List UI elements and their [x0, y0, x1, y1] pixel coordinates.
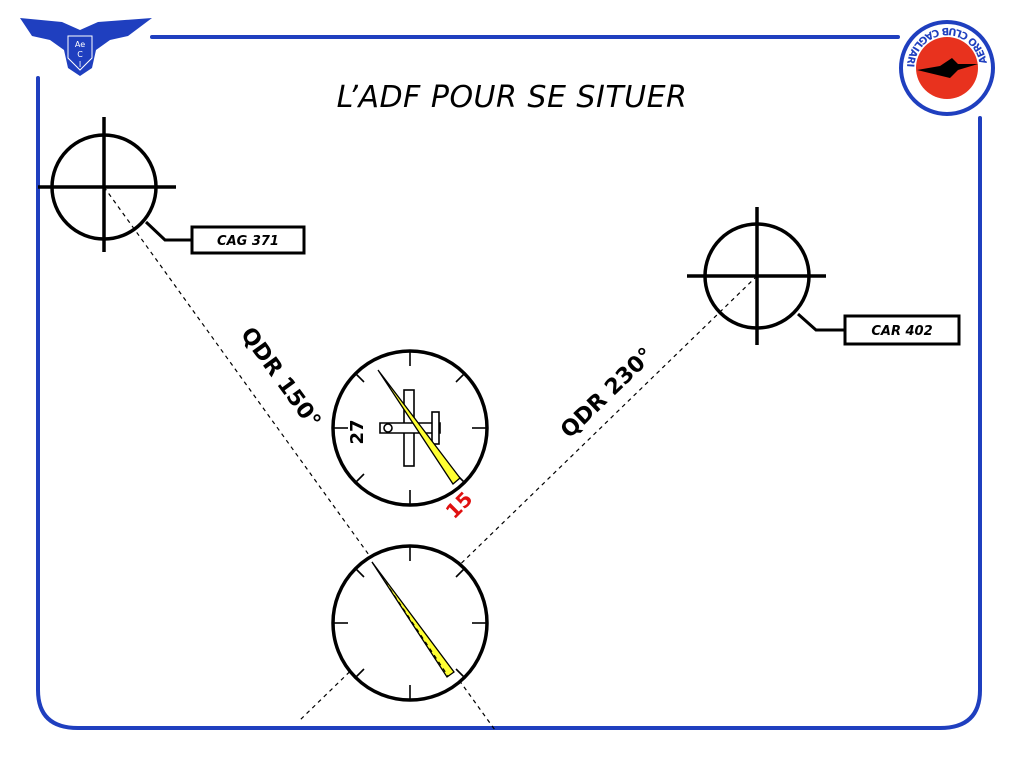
- station-label-car: CAR 402: [871, 324, 932, 339]
- adf-number-27: 27: [347, 419, 368, 444]
- radial-label-230: QDR 230°: [556, 343, 659, 443]
- logo-text-i: I: [79, 60, 81, 69]
- position-indicator-dial: [331, 544, 489, 702]
- airplane-icon: [379, 389, 441, 467]
- page-title: L’ADF POUR SE SITUER: [336, 80, 688, 115]
- radial-label-150: QDR 150°: [235, 323, 325, 434]
- position-crossing-lines: [371, 561, 449, 677]
- aero-club-cagliari-seal-icon: AERO CLUB CAGLIARI: [899, 20, 995, 116]
- station-cag: [38, 117, 306, 255]
- slide-frame: [36, 35, 982, 730]
- position-needle: [371, 561, 455, 678]
- adf-needle: [377, 369, 461, 485]
- aeci-eagle-logo-icon: Ae C I: [20, 18, 152, 76]
- logo-text-ae: Ae: [75, 40, 85, 49]
- logo-text-c: C: [77, 50, 83, 59]
- station-car: [687, 207, 961, 346]
- station-label-cag: CAG 371: [217, 234, 279, 249]
